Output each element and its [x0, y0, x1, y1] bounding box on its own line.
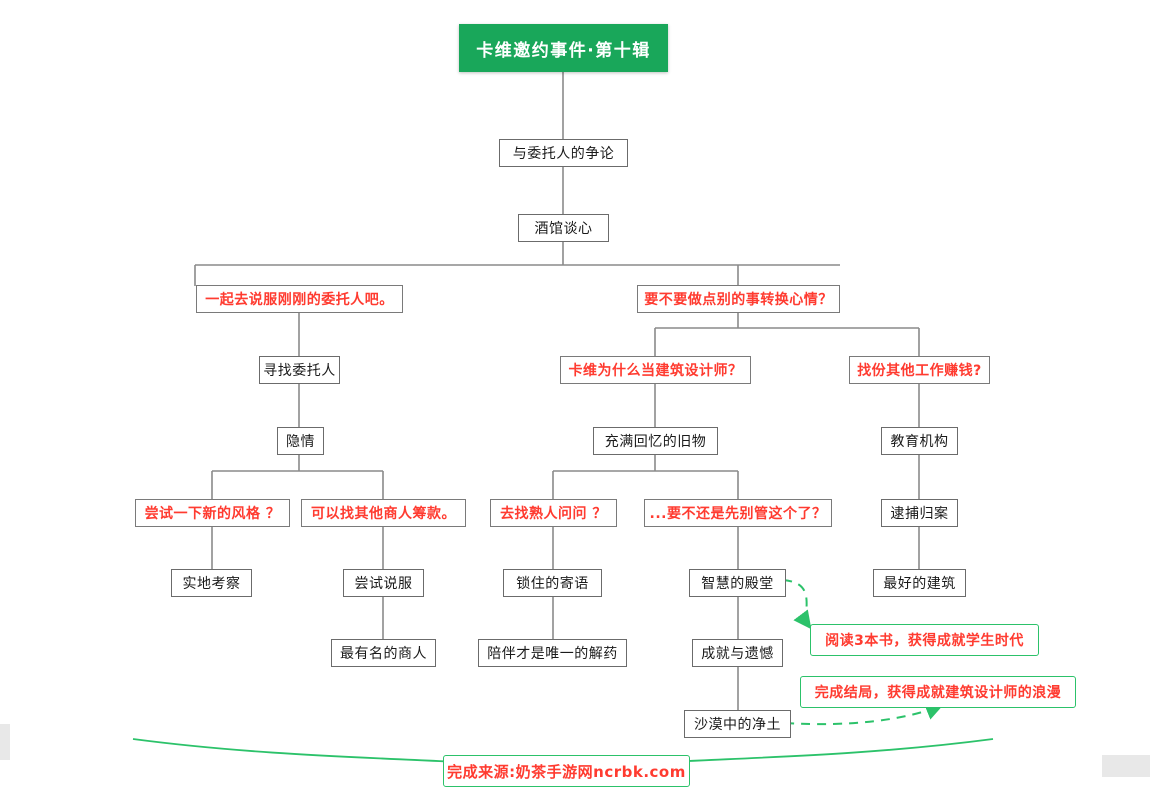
node-field-survey[interactable]: 实地考察: [171, 569, 252, 597]
node-tavern-heart-talk[interactable]: 酒馆谈心: [518, 214, 609, 242]
node-achievement-regret[interactable]: 成就与遗憾: [692, 639, 783, 667]
node-old-memories[interactable]: 充满回忆的旧物: [593, 427, 718, 455]
reward-read-books[interactable]: 阅读3本书，获得成就学生时代: [810, 624, 1039, 656]
node-arrested[interactable]: 逮捕归案: [881, 499, 958, 527]
node-hidden-story[interactable]: 隐情: [277, 427, 324, 455]
node-choice-change-mood[interactable]: 要不要做点别的事转换心情？: [637, 285, 840, 313]
node-choice-other-job[interactable]: 找份其他工作赚钱?: [849, 356, 990, 384]
node-locked-message[interactable]: 锁住的寄语: [503, 569, 602, 597]
node-choice-new-style[interactable]: 尝试一下新的风格 ？: [135, 499, 290, 527]
node-argument-with-client[interactable]: 与委托人的争论: [499, 139, 628, 167]
node-choice-skip-this[interactable]: ...要不还是先别管这个了？: [644, 499, 832, 527]
node-choice-ask-acquaintance[interactable]: 去找熟人问问 ？: [490, 499, 617, 527]
reward-finish-ending[interactable]: 完成结局，获得成就建筑设计师的浪漫: [800, 676, 1076, 708]
tree-connectors: [194, 72, 920, 710]
node-choice-find-merchant[interactable]: 可以找其他商人筹款。: [301, 499, 466, 527]
node-education-org[interactable]: 教育机构: [881, 427, 958, 455]
ending-node[interactable]: 完成来源:奶茶手游网ncrbk.com: [443, 755, 690, 787]
node-find-client[interactable]: 寻找委托人: [259, 356, 340, 384]
node-company-is-cure[interactable]: 陪伴才是唯一的解药: [478, 639, 627, 667]
node-hall-of-wisdom[interactable]: 智慧的殿堂: [689, 569, 786, 597]
node-choice-why-architect[interactable]: 卡维为什么当建筑设计师？: [560, 356, 751, 384]
title-node: 卡维邀约事件·第十辑: [459, 24, 668, 72]
node-choice-persuade-client[interactable]: 一起去说服刚刚的委托人吧。: [196, 285, 403, 313]
bottom-left-artifact: [0, 724, 10, 760]
node-try-persuade[interactable]: 尝试说服: [343, 569, 424, 597]
node-best-building[interactable]: 最好的建筑: [873, 569, 966, 597]
node-pure-land-desert[interactable]: 沙漠中的净土: [684, 710, 791, 738]
node-famous-merchant[interactable]: 最有名的商人: [331, 639, 436, 667]
right-edge-artifact: [1102, 755, 1150, 777]
